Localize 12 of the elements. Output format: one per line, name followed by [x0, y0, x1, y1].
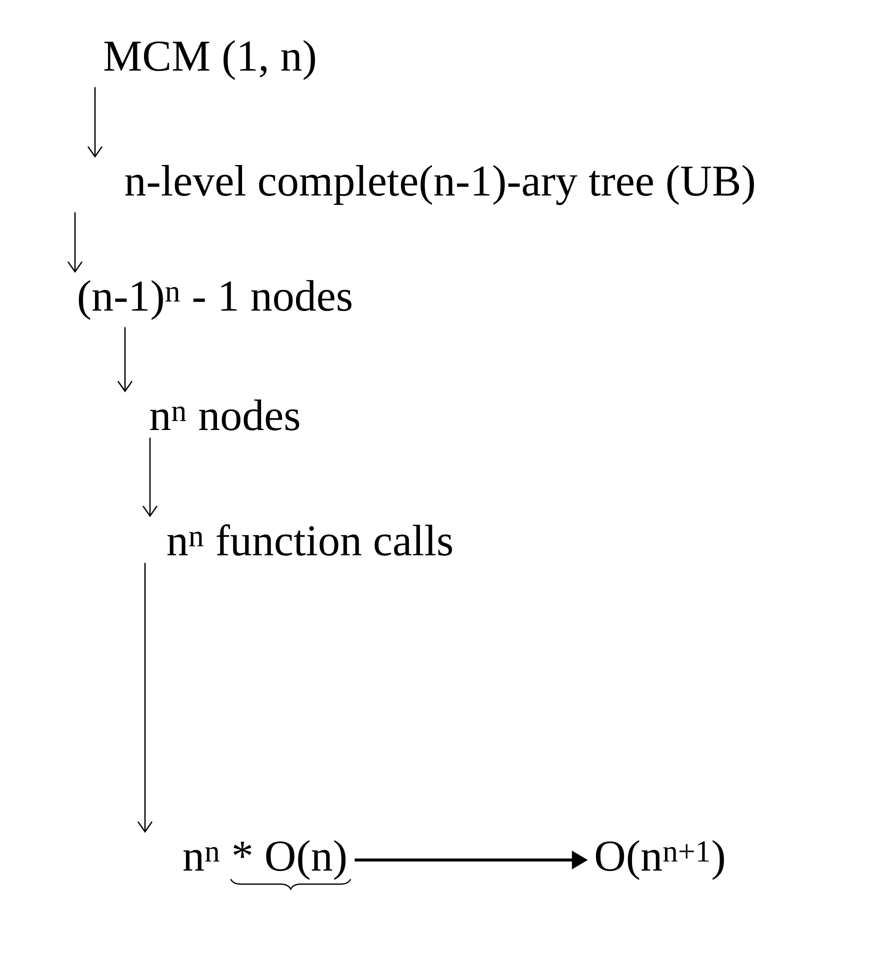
expression-text: O(n$^{n+1}$) [596, 840, 724, 880]
arrow [137, 562, 153, 833]
expression-text: n$^{n}$ * O(n) [184, 840, 346, 880]
expression-text: MCM (1, n) [104, 40, 315, 80]
expression-text: (n-1)$^{n}$ - 1 nodes [78, 280, 352, 320]
expression-text: n-level complete(n-1)-ary tree (UB) [125, 165, 754, 205]
arrow [87, 87, 103, 158]
arrow [67, 212, 83, 273]
expression-text: n$^{n}$ nodes [150, 400, 300, 430]
expression-text: n$^{n}$ function calls [167, 524, 452, 556]
arrow [142, 438, 158, 518]
arrow [117, 327, 133, 392]
